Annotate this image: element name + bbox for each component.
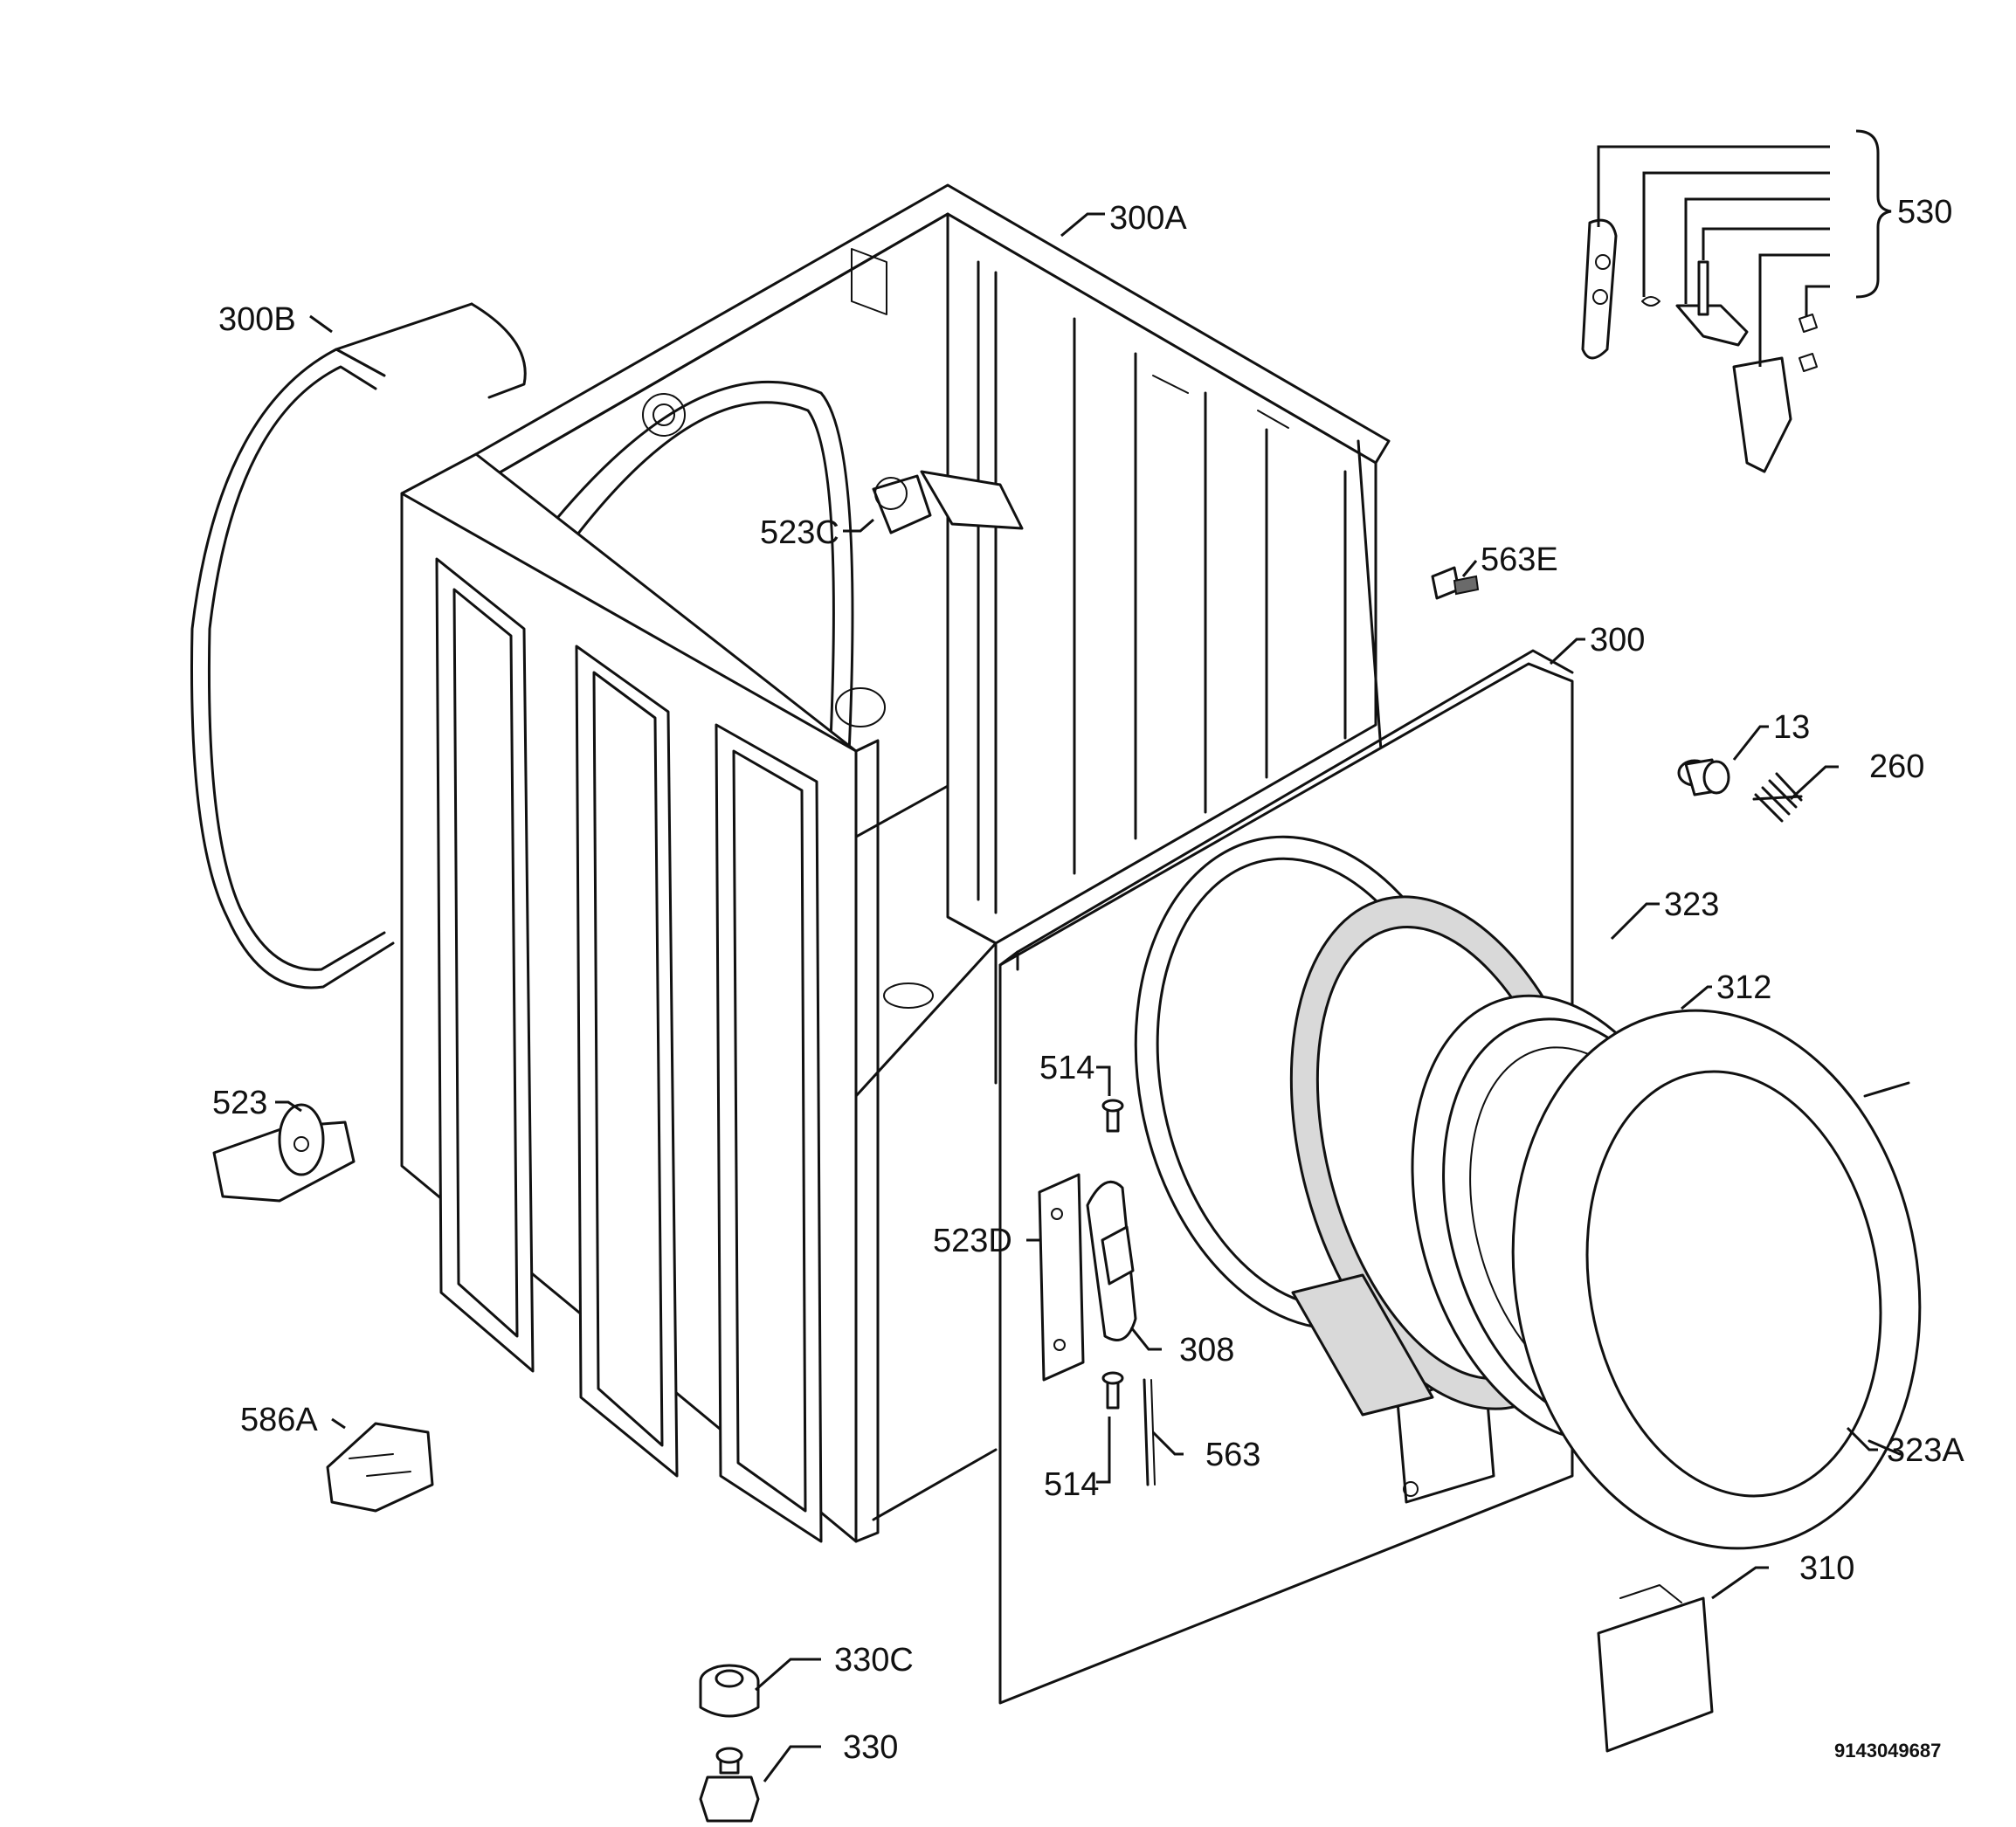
bracket-523	[212, 1103, 356, 1203]
cover-310	[1597, 1584, 1714, 1753]
part-labels: 300A 300B 530 523C 563E 300 13 260 323 3…	[212, 194, 1964, 1766]
label-563: 563	[1205, 1437, 1260, 1473]
switch-563E	[1431, 566, 1480, 600]
label-586A: 586A	[240, 1402, 318, 1438]
document-id: 9143049687	[1834, 1740, 1941, 1762]
label-514-lower: 514	[1044, 1466, 1099, 1503]
label-260: 260	[1869, 748, 1924, 785]
label-563E: 563E	[1481, 541, 1558, 578]
hinge-kit-530	[1581, 218, 1818, 473]
label-523D: 523D	[933, 1223, 1012, 1259]
label-530: 530	[1897, 194, 1952, 231]
label-323A: 323A	[1887, 1432, 1964, 1469]
pin-514-lower	[1101, 1371, 1124, 1410]
cabinet-300A	[400, 183, 1395, 1543]
label-312: 312	[1716, 969, 1771, 1006]
label-310: 310	[1799, 1550, 1854, 1587]
label-323: 323	[1664, 886, 1719, 923]
label-300B: 300B	[218, 301, 296, 338]
label-523: 523	[212, 1085, 267, 1121]
label-330: 330	[843, 1729, 898, 1766]
label-300A: 300A	[1109, 200, 1187, 237]
hose-clamp-523C	[872, 470, 1024, 534]
outer-door-frame-323A	[1511, 1009, 1922, 1550]
door-lock-308	[1086, 1180, 1137, 1341]
label-300: 300	[1590, 622, 1645, 658]
rear-seal-300B	[190, 302, 527, 989]
foot-330	[699, 1747, 760, 1823]
bush-13	[1677, 758, 1730, 796]
label-308: 308	[1179, 1332, 1234, 1369]
label-514-upper: 514	[1039, 1050, 1094, 1086]
hinge-523D	[1038, 1173, 1085, 1382]
leader-lines	[275, 129, 1892, 1782]
label-523C: 523C	[760, 514, 839, 551]
pin-514-upper	[1101, 1099, 1124, 1133]
foot-nut-330C	[699, 1664, 760, 1718]
bracket-586A	[326, 1422, 434, 1513]
label-13: 13	[1773, 709, 1810, 746]
label-330C: 330C	[834, 1642, 914, 1679]
